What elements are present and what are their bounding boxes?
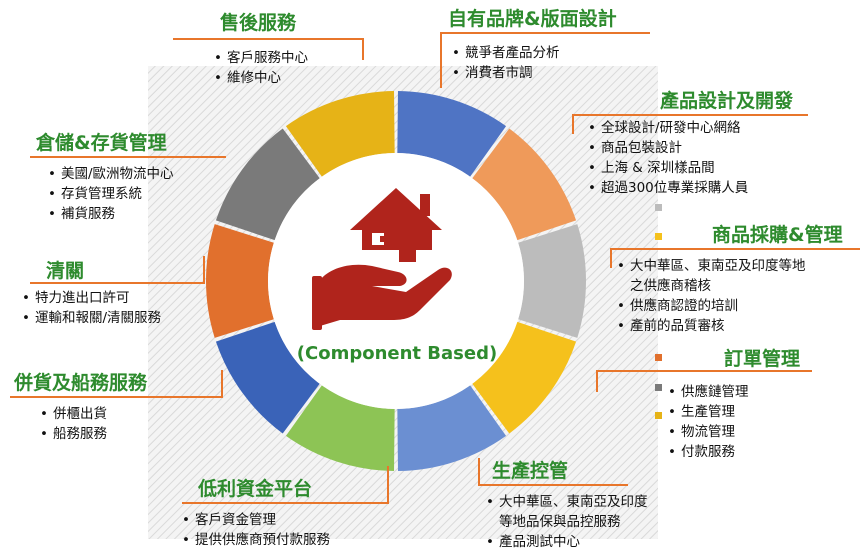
design-list: 全球設計/研發中心網絡 商品包裝設計 上海 & 深圳樣品間 超過300位專業採購… [588,118,748,198]
list-item: 存貨管理系統 [48,184,174,204]
aftersales-rule [173,38,363,40]
aftersales-list: 客戶服務中心 維修中心 [214,48,308,88]
list-item: 之供應商稽核 [630,278,711,294]
warehouse-title: 倉儲&存貨管理 [36,132,167,154]
shipping-connector [221,370,223,398]
list-item: 供應鏈管理 [668,382,749,402]
shipping-title: 併貨及船務服務 [14,372,148,394]
legend-square [655,233,662,240]
list-item: 商品包裝設計 [588,138,748,158]
list-item: 物流管理 [668,422,749,442]
legend-square [655,354,662,361]
customs-title: 清關 [46,260,85,282]
list-item: 維修中心 [214,68,308,88]
production-list: 大中華區、東南亞及印度 等地品保與品控服務 產品測試中心 [486,492,648,552]
legend-square [655,384,662,391]
order-list: 供應鏈管理 生產管理 物流管理 付款服務 [668,382,749,462]
ring-segment [397,91,507,177]
brand-connector [440,32,442,88]
list-item: 大中華區、東南亞及印度 [486,492,648,512]
design-title: 產品設計及開發 [660,90,794,112]
warehouse-list: 美國/歐洲物流中心 存貨管理系統 補貨服務 [48,164,174,224]
customs-list: 特力進出口許可 運輸和報關/清關服務 [22,288,161,328]
list-item: 併櫃出貨 [40,404,107,424]
finance-list: 客戶資金管理 提供供應商預付款服務 [182,510,330,550]
ring-segment [215,128,320,241]
list-item: 消費者市調 [452,63,560,83]
list-item: 供應商認證的培訓 [617,296,806,316]
procurement-title: 商品採購&管理 [712,224,843,246]
list-item: 產前的品質審核 [617,316,806,336]
aftersales-connector [362,38,364,60]
ring-segment [285,385,395,471]
legend-square [655,204,662,211]
center-label: (Component Based) [296,343,498,364]
procurement-list: 大中華區、東南亞及印度等地 之供應商稽核 供應商認證的培訓 產前的品質審核 [617,256,806,336]
list-item: 產品測試中心 [486,532,648,552]
ring-segment [518,224,586,338]
finance-connector [387,466,389,504]
order-rule [596,370,812,372]
order-title: 訂單管理 [724,348,801,370]
ring-segment [472,128,577,241]
list-item: 補貨服務 [48,204,174,224]
ring-segment [205,224,274,338]
procurement-connector [610,248,612,268]
finance-rule [182,502,388,504]
production-connector [478,458,480,486]
order-connector [596,370,598,392]
customs-connector [203,256,205,284]
finance-title: 低利資金平台 [198,478,313,500]
shipping-rule [10,396,222,398]
procurement-rule [610,248,860,250]
warehouse-rule [30,156,226,158]
brand-title: 自有品牌&版面設計 [448,8,617,30]
list-item: 客戶服務中心 [214,48,308,68]
ring-segment [215,321,320,434]
ring-segment [285,91,395,177]
list-item: 客戶資金管理 [182,510,330,530]
list-item: 大中華區、東南亞及印度等地 [617,256,806,276]
brand-list: 競爭者產品分析 消費者市調 [452,43,560,83]
list-item: 生產管理 [668,402,749,422]
ring-segment [472,321,577,434]
ring-segment [397,385,507,471]
list-item: 全球設計/研發中心網絡 [588,118,748,138]
customs-rule [30,282,204,284]
design-rule [572,114,808,116]
brand-rule [440,32,650,34]
list-item: 船務服務 [40,424,107,444]
production-title: 生產控管 [492,460,569,482]
list-item: 特力進出口許可 [22,288,161,308]
shipping-list: 併櫃出貨 船務服務 [40,404,107,444]
design-connector [572,114,574,134]
list-item: 超過300位專業採購人員 [588,178,748,198]
list-item: 運輸和報關/清關服務 [22,308,161,328]
list-item: 競爭者產品分析 [452,43,560,63]
legend-square [655,412,662,419]
list-item: 上海 & 深圳樣品間 [588,158,748,178]
house-in-hand-icon [312,188,452,330]
production-rule [478,484,628,486]
list-item: 等地品保與品控服務 [499,514,621,530]
list-item: 付款服務 [668,442,749,462]
aftersales-title: 售後服務 [220,12,297,34]
list-item: 美國/歐洲物流中心 [48,164,174,184]
list-item: 提供供應商預付款服務 [182,530,330,550]
